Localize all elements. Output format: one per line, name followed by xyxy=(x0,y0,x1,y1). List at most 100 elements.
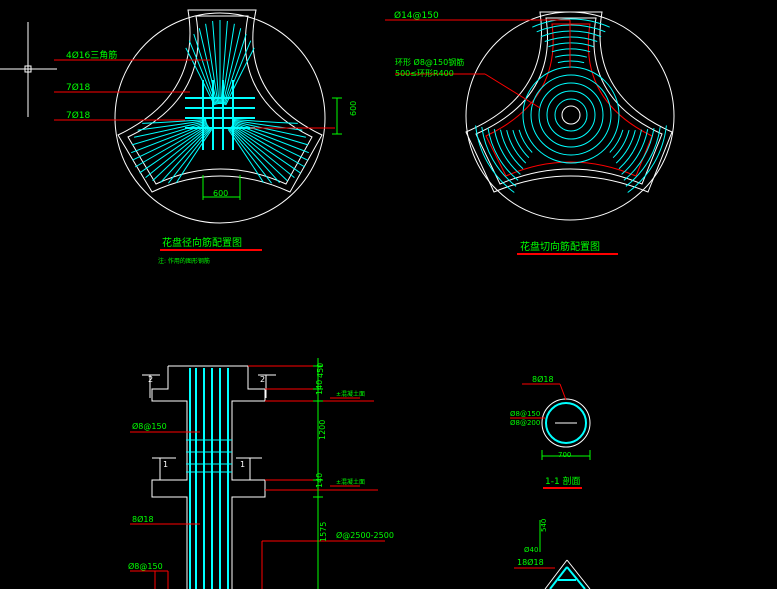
tangential-lobe-bar xyxy=(612,129,630,159)
tangential-lobe-bar xyxy=(623,128,655,181)
radial-dim-horizontal: 600 xyxy=(213,189,228,198)
radial-rebar-bar xyxy=(137,119,207,131)
tangential-ring xyxy=(538,82,604,148)
section-1-1-label-main: 8Ø18 xyxy=(532,374,554,384)
tangential-lobe-bar xyxy=(609,129,624,153)
tangential-lobe-bar xyxy=(475,125,515,193)
elevation-label-main-bars: 8Ø18 xyxy=(132,514,154,524)
radial-rebar-bar xyxy=(232,123,308,161)
tangential-lobe-bar xyxy=(557,60,585,64)
tangential-plan-pot-inner-outline xyxy=(475,17,663,185)
tangential-plan-title: 花盘切向筋配置图 xyxy=(520,240,600,253)
radial-rebar-bar xyxy=(142,119,207,124)
section-1-1-title: 1-1 剖面 xyxy=(545,475,581,487)
tangential-center-ring xyxy=(561,105,581,125)
elevation-vertical-rebars xyxy=(189,368,229,589)
radial-dim-vertical: 600 xyxy=(349,101,358,116)
radial-plan-note: 注: 作用的图形钢筋 xyxy=(158,257,210,265)
radial-rebar-bar xyxy=(232,122,309,154)
tangential-lobe-bar xyxy=(554,54,588,58)
radial-plan-center-mesh xyxy=(185,80,255,150)
elevation-spacing-label: Ø@2500-2500 xyxy=(336,530,394,540)
radial-rebar-lines xyxy=(131,20,309,184)
radial-plan-leaders xyxy=(54,59,335,129)
elevation-level-label-1: ±混凝土面 xyxy=(336,390,365,398)
tangential-plan-pot-inner-outline-2 xyxy=(485,23,653,177)
tangential-lobe-bar xyxy=(532,18,610,28)
radial-rebar-bar xyxy=(233,119,303,131)
bottom-detail-label-2: Ø40 xyxy=(524,546,538,554)
tangential-lobe-bar xyxy=(621,129,649,175)
tangential-ring xyxy=(530,74,612,156)
tangential-ring xyxy=(546,90,596,140)
radial-rebar-plan: 4Ø16三角筋 7Ø18 7Ø18 600 600 花盘径向筋配置图 注: 作用… xyxy=(54,9,358,265)
radial-rebar-bar xyxy=(233,119,298,124)
radial-rebar-bar xyxy=(230,126,295,178)
bottom-detail-dim: 540 xyxy=(540,519,548,532)
radial-rebar-bar xyxy=(132,123,208,161)
elevation-dim-140a: 140 xyxy=(315,380,324,395)
tangential-ring xyxy=(522,66,620,164)
elevation-leaders xyxy=(130,365,385,589)
elevation-section-mark-2b: 2 xyxy=(260,375,265,384)
section-1-1-label-stirrup-2: Ø8@200 xyxy=(510,419,540,427)
radial-plan-outer-circle xyxy=(114,12,326,224)
elevation-section-mark-2a: 2 xyxy=(148,375,153,384)
bottom-detail-triangle-outer xyxy=(544,559,591,589)
bottom-detail-label-1: 18Ø18 xyxy=(517,557,544,567)
elevation-section-mark-1a: 1 xyxy=(163,460,168,469)
tangential-lobe-bar xyxy=(625,126,661,187)
elevation-stirrups xyxy=(186,439,232,473)
tangential-lobe-bar xyxy=(536,24,606,33)
tangential-label-3: 500≤环形R400 xyxy=(395,69,454,78)
radial-rebar-bar xyxy=(230,127,288,182)
elevation-section-marks xyxy=(142,374,276,480)
bottom-rebar-detail: 540 Ø40 18Ø18 xyxy=(514,519,591,589)
radial-rebar-bar xyxy=(233,120,307,138)
elevation-outline xyxy=(151,365,266,589)
tangential-lobe-bar xyxy=(487,128,519,181)
tangential-plan-leaders xyxy=(385,19,571,109)
tangential-lobe-bar xyxy=(548,42,594,48)
radial-label-2: 7Ø18 xyxy=(66,82,91,93)
tangential-label-2: 环形 Ø8@150钢筋 xyxy=(395,57,464,67)
tangential-lobe-rebar xyxy=(475,18,667,193)
radial-rebar-bar xyxy=(133,120,207,138)
radial-plan-title: 花盘径向筋配置图 xyxy=(162,236,242,249)
tangential-lobe-bar xyxy=(544,36,598,42)
radial-rebar-bar xyxy=(224,40,252,105)
tangential-lobe-bar xyxy=(540,30,602,38)
elevation-dimension-chain xyxy=(313,358,323,589)
tangential-ring xyxy=(554,98,588,132)
tangential-lobe-bar xyxy=(493,129,521,175)
tangential-lobe-bar xyxy=(481,126,517,187)
elevation-dim-140b: 140 xyxy=(315,473,324,488)
radial-plan-dimensions xyxy=(202,97,342,200)
elevation-level-label-2: ±混凝土面 xyxy=(336,478,365,486)
radial-rebar-bar xyxy=(160,127,211,184)
section-1-1-label-stirrup: Ø8@150 xyxy=(510,410,540,418)
radial-rebar-bar xyxy=(131,121,207,146)
tangential-rebar-plan: Ø14@150 环形 Ø8@150钢筋 500≤环形R400 花盘切向筋配置图 xyxy=(385,10,675,255)
section-1-1-leaders xyxy=(510,383,567,419)
radial-rebar-bar xyxy=(233,121,309,146)
bottom-detail-triangle-rebar xyxy=(549,566,586,589)
tangential-ring-rebar xyxy=(522,66,620,164)
tangential-lobe-bar xyxy=(518,129,533,153)
section-1-1-rebar-ring xyxy=(545,402,587,444)
radial-rebar-bar xyxy=(231,125,301,174)
tangential-lobe-bar xyxy=(615,129,636,164)
radial-rebar-bar xyxy=(145,126,210,178)
tangential-lobe-bar xyxy=(627,125,667,193)
elevation-section-mark-1b: 1 xyxy=(240,460,245,469)
elevation-dim-450: 450 xyxy=(316,363,325,378)
elevation-dim-1575: 1575 xyxy=(319,522,328,542)
tangential-lobe-bar xyxy=(551,48,591,53)
radial-rebar-bar xyxy=(227,129,265,183)
tangential-label-1: Ø14@150 xyxy=(394,10,439,21)
radial-rebar-bar xyxy=(228,128,272,184)
tangential-lobe-bar xyxy=(512,129,530,159)
radial-rebar-bar xyxy=(175,129,213,183)
radial-rebar-bar xyxy=(131,122,208,154)
